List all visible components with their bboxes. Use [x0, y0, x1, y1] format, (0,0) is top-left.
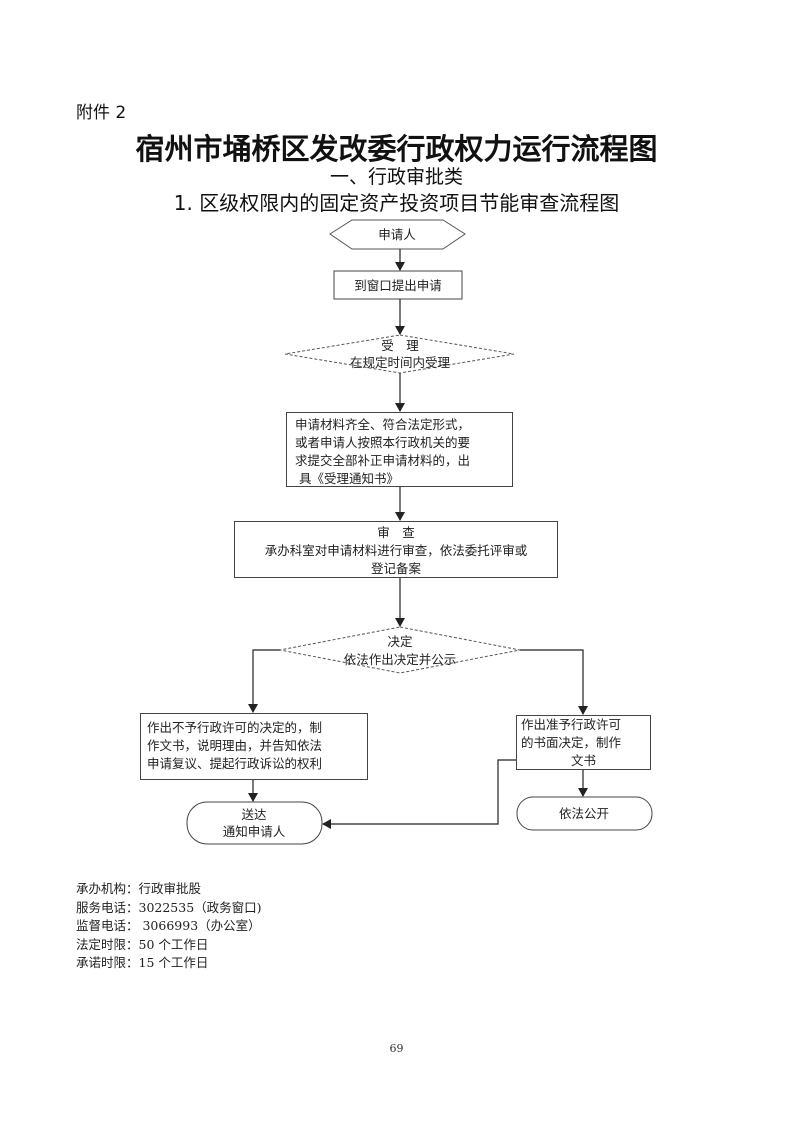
accept-desc: 在规定时间内受理 [350, 355, 451, 370]
contact-info: 承办机构：行政审批股 服务电话：3022535（政务窗口) 监督电话： 3066… [76, 880, 262, 973]
notice-line: 或者申请人按照本行政机关的要 [295, 435, 471, 450]
reject-line: 作出不予行政许可的决定的，制 [147, 720, 323, 735]
agency-line: 承办机构：行政审批股 [76, 881, 202, 896]
notice-box: 申请材料齐全、符合法定形式， 或者申请人按照本行政机关的要 求提交全部补正申请材… [286, 412, 513, 487]
deliver-title: 送达 [241, 807, 267, 822]
approve-line: 文书 [570, 753, 596, 768]
arrow-decision-approve [520, 649, 588, 715]
reject-box: 作出不予行政许可的决定的，制 作文书，说明理由，并告知依法 申请复议、提起行政诉… [140, 713, 368, 780]
deliver-desc: 通知申请人 [223, 824, 286, 839]
review-box: 审 查 承办科室对申请材料进行审查，依法委托评审或 登记备案 [234, 521, 558, 578]
approve-line: 的书面决定，制作 [521, 735, 622, 750]
approve-box: 作出准予行政许可 的书面决定，制作 文书 [516, 715, 651, 770]
supervise-phone-line: 监督电话： 3066993（办公室） [76, 918, 261, 933]
applicant-label: 申请人 [378, 227, 416, 242]
category-heading: 一、行政审批类 [329, 166, 463, 188]
reject-line: 作文书，说明理由，并告知依法 [147, 738, 323, 753]
review-title: 审 查 [377, 525, 415, 540]
page-number: 69 [389, 1042, 404, 1055]
review-desc-line: 登记备案 [370, 561, 421, 576]
arrow-approve-deliver [322, 759, 516, 829]
deliver-terminator [186, 801, 323, 845]
reject-line: 申请复议、提起行政诉讼的权利 [147, 756, 323, 771]
attachment-label: 附件 2 [76, 103, 127, 123]
decision-diamond [279, 626, 521, 674]
promise-time-line: 承诺时限：15 个工作日 [76, 955, 209, 970]
notice-line: 具《受理通知书》 [299, 471, 400, 486]
decision-desc: 依法作出决定并公示 [344, 652, 457, 667]
publish-label: 依法公开 [559, 806, 609, 821]
flowchart-subtitle: 1. 区级权限内的固定资产投资项目节能审查流程图 [173, 191, 620, 215]
page-title: 宿州市埇桥区发改委行政权力运行流程图 [135, 132, 658, 166]
service-phone-line: 服务电话：3022535（政务窗口) [76, 899, 262, 915]
legal-time-line: 法定时限：50 个工作日 [76, 936, 209, 952]
arrow-decision-reject [248, 649, 280, 713]
notice-line: 申请材料齐全、符合法定形式， [295, 417, 471, 432]
review-desc-line: 承办科室对申请材料进行审查，依法委托评审或 [264, 543, 528, 558]
submit-label: 到窗口提出申请 [354, 278, 442, 293]
decision-title: 决定 [387, 634, 412, 649]
accept-title: 受 理 [381, 338, 419, 353]
notice-line: 求提交全部补正申请材料的，出 [295, 453, 471, 468]
submit-box [333, 270, 463, 300]
approve-line: 作出准予行政许可 [521, 717, 622, 732]
publish-terminator [516, 796, 653, 831]
applicant-hexagon [329, 219, 466, 250]
